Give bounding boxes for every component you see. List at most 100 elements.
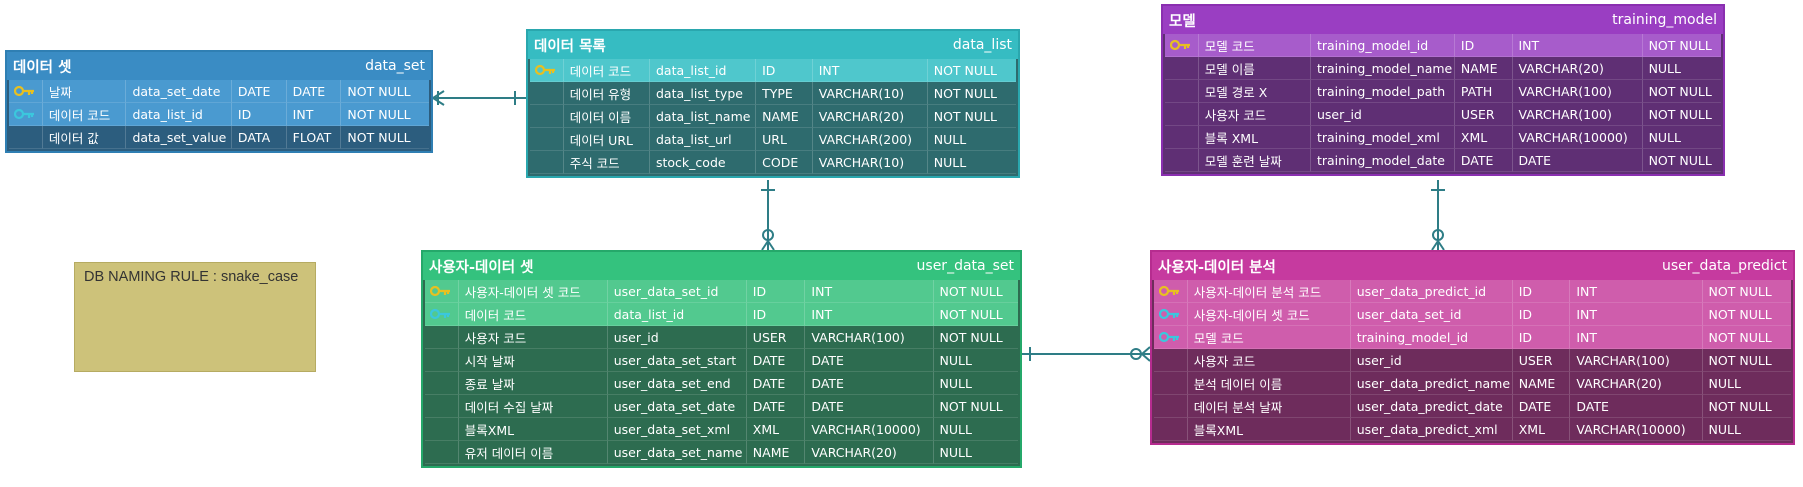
alias: ID <box>746 303 806 326</box>
column-name: data_list_id <box>650 59 757 82</box>
column-name: user_data_set_end <box>607 372 747 395</box>
key-cell <box>9 80 43 103</box>
alias: ID <box>1512 303 1571 326</box>
key-cell <box>1165 149 1199 172</box>
column-name: user_data_set_id <box>607 280 747 303</box>
alias: DATE <box>1512 395 1571 418</box>
korean-name: 사용자-데이터 셋 코드 <box>458 280 608 303</box>
data-type: INT <box>805 303 934 326</box>
column-name: stock_code <box>650 151 757 174</box>
korean-name: 모델 경로 X <box>1198 80 1311 103</box>
data-type: VARCHAR(20) <box>812 105 928 128</box>
alias: DATE <box>746 395 806 418</box>
data-type: DATE <box>286 80 342 103</box>
data-type: VARCHAR(10000) <box>805 418 934 441</box>
alias: ID <box>756 59 813 82</box>
nullability: NOT NULL <box>341 80 429 103</box>
korean-name: 날짜 <box>42 80 127 103</box>
crow-foot-many <box>431 90 445 106</box>
alias: USER <box>1512 349 1571 372</box>
data-type: VARCHAR(100) <box>805 326 934 349</box>
nullability: NULL <box>927 128 1016 151</box>
alias: NAME <box>756 105 813 128</box>
column-name: data_list_type <box>650 82 757 105</box>
alias: NAME <box>746 441 806 464</box>
column-name: user_data_predict_xml <box>1350 418 1513 441</box>
column-name: user_data_predict_id <box>1350 280 1513 303</box>
korean-name: 데이터 코드 <box>563 59 650 82</box>
nullability: NOT NULL <box>933 303 1018 326</box>
korean-name: 데이터 값 <box>42 126 127 149</box>
column-name: user_data_set_name <box>607 441 747 464</box>
primary-key-icon <box>430 285 451 297</box>
alias: NAME <box>1512 372 1571 395</box>
nullability: NOT NULL <box>927 59 1016 82</box>
alias: XML <box>1454 126 1513 149</box>
key-cell <box>1165 80 1199 103</box>
key-cell <box>1154 418 1188 441</box>
data-type: INT <box>286 103 342 126</box>
key-cell <box>1165 126 1199 149</box>
column-name: user_data_set_start <box>607 349 747 372</box>
alias: ID <box>746 280 806 303</box>
column-name: data_set_value <box>126 126 232 149</box>
data-type: DATE <box>805 349 934 372</box>
korean-name: 종료 날짜 <box>458 372 608 395</box>
nullability: NOT NULL <box>1702 349 1791 372</box>
korean-name: 사용자 코드 <box>1187 349 1351 372</box>
foreign-key-icon <box>1159 331 1180 343</box>
naming-rule-note: DB NAMING RULE : snake_case <box>74 262 316 372</box>
column-name: data_list_url <box>650 128 757 151</box>
alias: URL <box>756 128 813 151</box>
nullability: NOT NULL <box>1642 80 1721 103</box>
key-cell <box>1154 349 1188 372</box>
data-type: VARCHAR(20) <box>1570 372 1703 395</box>
key-cell <box>530 59 564 82</box>
key-cell <box>1154 395 1188 418</box>
alias: NAME <box>1454 57 1513 80</box>
nullability: NOT NULL <box>1702 326 1791 349</box>
korean-name: 시작 날짜 <box>458 349 608 372</box>
column-name: training_model_id <box>1310 34 1455 57</box>
nullability: NOT NULL <box>927 82 1016 105</box>
column-name: user_data_set_id <box>1350 303 1513 326</box>
alias: DATE <box>746 349 806 372</box>
key-cell <box>1165 34 1199 57</box>
